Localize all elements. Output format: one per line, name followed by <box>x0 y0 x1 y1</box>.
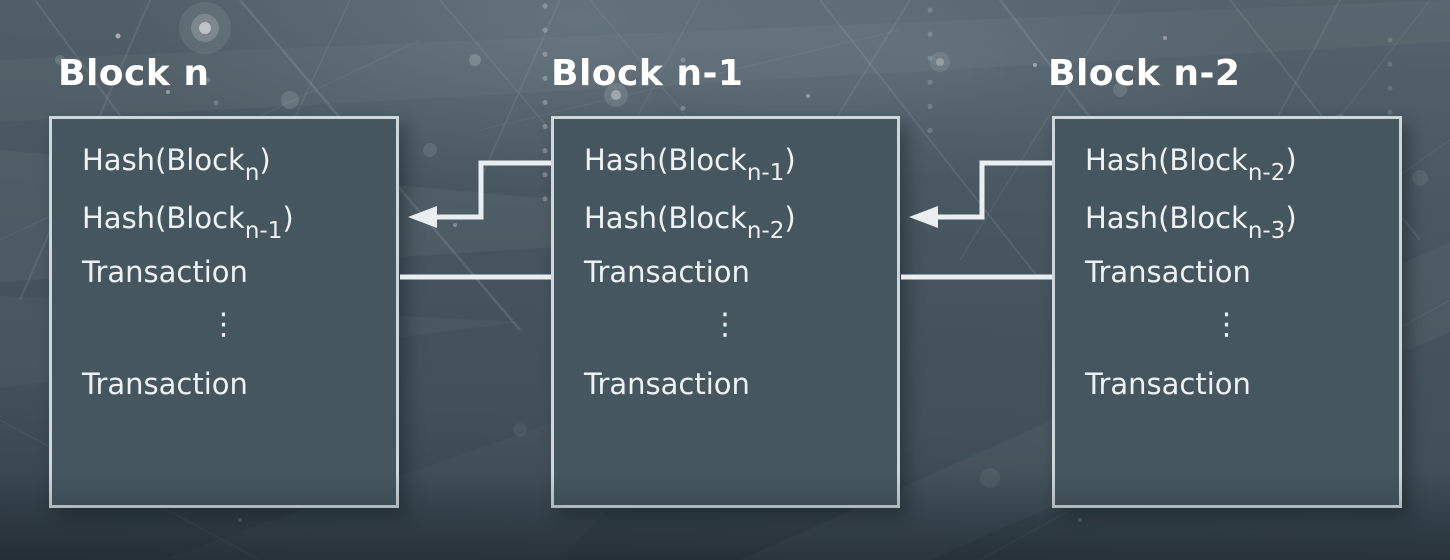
block-n-box: Hash(Blockn) Hash(Blockn-1) Transaction … <box>49 116 399 508</box>
hash-prev-close: ) <box>784 201 796 235</box>
hash-prev-subscript: n-3 <box>1247 218 1286 244</box>
hash-self-row: Hash(Blockn-2) <box>1085 138 1391 186</box>
arrow-elbow-line <box>437 160 551 220</box>
hash-prev-row: Hash(Blockn-2) <box>584 196 889 244</box>
hash-self-subscript: n <box>244 160 260 186</box>
hash-self-text: Hash(Block <box>584 143 747 177</box>
hash-self-text: Hash(Block <box>82 143 245 177</box>
arrow-elbow-line <box>938 160 1052 220</box>
hash-prev-subscript: n-2 <box>746 218 785 244</box>
hash-self-close: ) <box>1285 143 1297 177</box>
ellipsis-row: ⋮ <box>208 307 240 342</box>
transaction-row: Transaction <box>1085 255 1251 289</box>
left-arrowhead-icon <box>909 206 938 228</box>
arrow-block-n1-to-n <box>400 160 551 280</box>
hash-prev-text: Hash(Block <box>1085 201 1248 235</box>
block-n1-group: Block n-1 Hash(Blockn-1) Hash(Blockn-2) … <box>551 0 900 560</box>
transaction-row: Transaction <box>584 255 750 289</box>
ellipsis-row: ⋮ <box>710 307 741 342</box>
transaction-row: Transaction <box>1085 367 1251 401</box>
transaction-row: Transaction <box>82 367 248 401</box>
hash-self-subscript: n-1 <box>746 160 785 186</box>
hash-prev-close: ) <box>1285 201 1297 235</box>
hash-prev-text: Hash(Block <box>82 201 245 235</box>
hash-prev-subscript: n-1 <box>244 218 283 244</box>
hash-self-text: Hash(Block <box>1085 143 1248 177</box>
arrow-block-n2-to-n1 <box>901 160 1052 280</box>
hash-prev-row: Hash(Blockn-3) <box>1085 196 1391 244</box>
transaction-row: Transaction <box>584 367 750 401</box>
hash-prev-close: ) <box>282 201 294 235</box>
hash-prev-text: Hash(Block <box>584 201 747 235</box>
block-n-title: Block n <box>58 53 210 94</box>
ellipsis-row: ⋮ <box>1211 307 1243 342</box>
hash-self-row: Hash(Blockn) <box>82 138 388 186</box>
transaction-row: Transaction <box>82 255 248 289</box>
block-n1-box: Hash(Blockn-1) Hash(Blockn-2) Transactio… <box>551 116 900 508</box>
block-n-group: Block n Hash(Blockn) Hash(Blockn-1) Tran… <box>49 0 399 560</box>
hash-self-close: ) <box>259 143 271 177</box>
hash-prev-row: Hash(Blockn-1) <box>82 196 388 244</box>
block-n2-box: Hash(Blockn-2) Hash(Blockn-3) Transactio… <box>1052 116 1402 508</box>
block-n1-title: Block n-1 <box>551 53 744 94</box>
hash-self-subscript: n-2 <box>1247 160 1286 186</box>
hash-self-row: Hash(Blockn-1) <box>584 138 889 186</box>
left-arrowhead-icon <box>408 206 437 228</box>
hash-self-close: ) <box>784 143 796 177</box>
block-n2-group: Block n-2 Hash(Blockn-2) Hash(Blockn-3) … <box>1048 0 1402 560</box>
block-n2-title: Block n-2 <box>1048 53 1241 94</box>
